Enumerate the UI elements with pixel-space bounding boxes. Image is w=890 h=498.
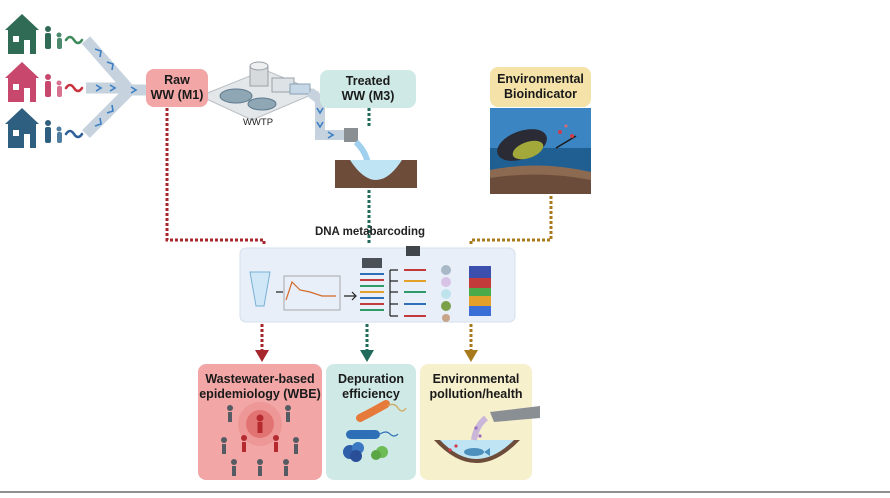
bioindicator-node: Environmental Bioindicator <box>490 67 591 107</box>
pipes <box>81 36 148 138</box>
treated-ww-node: Treated WW (M3) <box>320 70 416 108</box>
treated-ww-line1: Treated <box>345 74 391 88</box>
environmental-line1: Environmental <box>432 372 520 386</box>
population-icons <box>221 402 299 476</box>
depuration-line2: efficiency <box>342 387 400 401</box>
arrowheads <box>255 350 478 362</box>
house-pink-icon <box>5 62 39 102</box>
raw-ww-node: Raw WW (M1) <box>146 69 208 107</box>
wbe-line2: epidemiology (WBE) <box>199 387 321 401</box>
treated-ww-line2: WW (M3) <box>341 89 395 103</box>
raw-ww-line1: Raw <box>164 73 190 87</box>
people-icons <box>45 26 62 143</box>
depuration-line1: Depuration <box>338 372 404 386</box>
flow-arrow-icons <box>94 48 138 127</box>
house-green-icon <box>5 14 39 54</box>
raw-ww-line2: WW (M1) <box>150 88 204 102</box>
wbe-line1: Wastewater-based <box>205 372 315 386</box>
wwtp-label: WWTP <box>242 117 274 128</box>
bioindicator-line1: Environmental <box>497 72 584 86</box>
bioindicator-line2: Bioindicator <box>504 87 577 101</box>
dna-metabarcoding-label: DNA metabarcoding <box>314 226 426 238</box>
outfall-arrow-icons <box>316 107 335 139</box>
mussel-scene <box>490 108 591 194</box>
bacteria-icons <box>343 400 407 462</box>
dotted-connectors <box>165 108 553 350</box>
house-blue-icon <box>5 108 39 148</box>
pollution-scene-icon <box>434 406 540 463</box>
environmental-title: Environmental pollution/health <box>420 364 532 404</box>
waste-icons <box>64 35 84 139</box>
river-basin <box>335 160 417 188</box>
dna-workflow-icons <box>249 246 491 322</box>
wwtp-plant-icon <box>198 61 320 121</box>
depuration-title: Depuration efficiency <box>326 364 416 404</box>
wbe-title: Wastewater-based epidemiology (WBE) <box>198 364 322 404</box>
environmental-line2: pollution/health <box>429 387 523 401</box>
outfall-pipe-end <box>344 128 358 142</box>
